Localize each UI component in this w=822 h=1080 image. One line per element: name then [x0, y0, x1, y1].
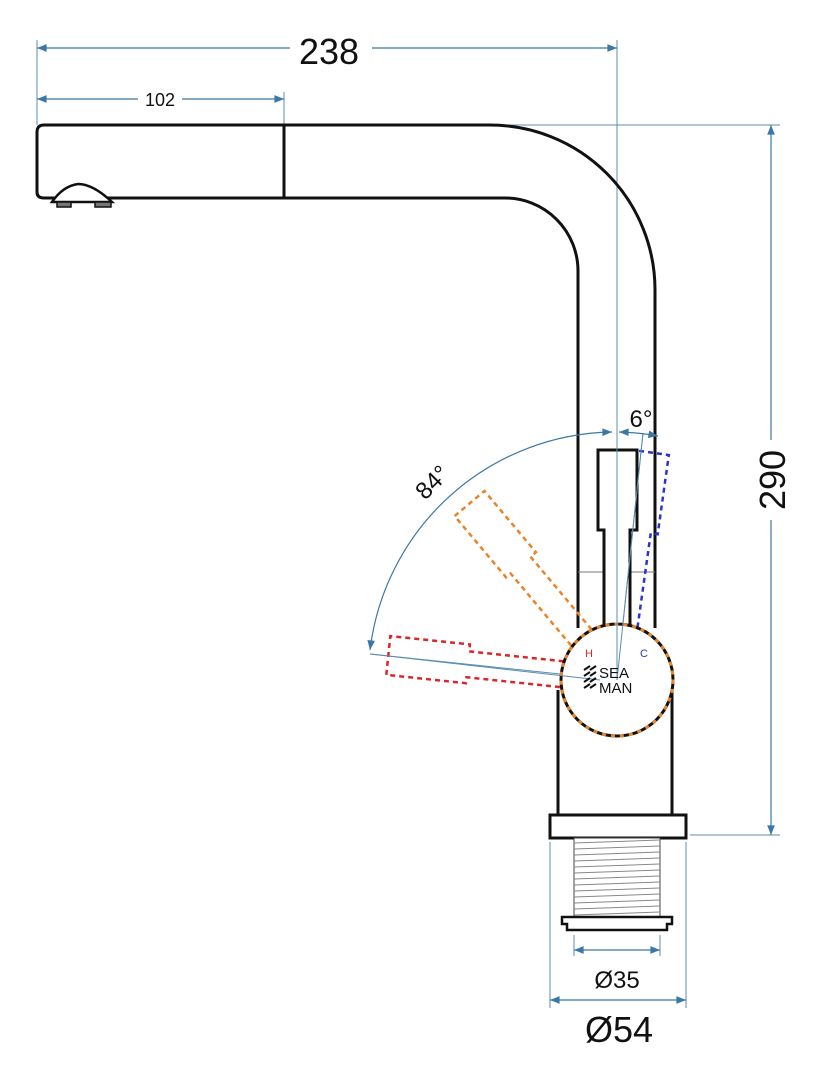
dimension-total-reach: 238	[36, 31, 618, 72]
angle-hot: 84°	[367, 428, 613, 651]
dimension-label: 6°	[630, 406, 653, 433]
dimension-label: 238	[299, 31, 359, 72]
base-nut	[548, 813, 688, 840]
dimension-label: 290	[752, 450, 793, 510]
logo-text-line2: MAN	[599, 680, 632, 697]
seaman-logo: SEA MAN	[583, 665, 632, 697]
hot-label: H	[585, 648, 593, 660]
thread-lines	[573, 839, 661, 916]
dimension-label: Ø35	[594, 967, 639, 994]
dimension-label: 102	[145, 90, 175, 110]
angle-cold: 6°	[618, 406, 659, 439]
mounting-washer	[560, 915, 674, 932]
dimension-base-diameter: Ø54	[549, 996, 687, 1050]
dimension-height: 290	[752, 125, 793, 836]
handle-cold-position	[610, 448, 671, 631]
logo-mark-icon	[583, 665, 597, 689]
logo-text-line1: SEA	[599, 665, 629, 682]
faucet-body	[548, 690, 688, 932]
extension-lines	[36, 40, 780, 1008]
dimension-label: Ø54	[585, 1009, 653, 1050]
dimension-spray-head: 102	[36, 90, 284, 110]
spray-nozzle	[49, 182, 116, 204]
dimension-label: 84°	[410, 460, 455, 505]
cold-label: C	[640, 648, 648, 660]
dimension-thread-diameter: Ø35	[573, 946, 661, 994]
spout	[35, 123, 657, 628]
